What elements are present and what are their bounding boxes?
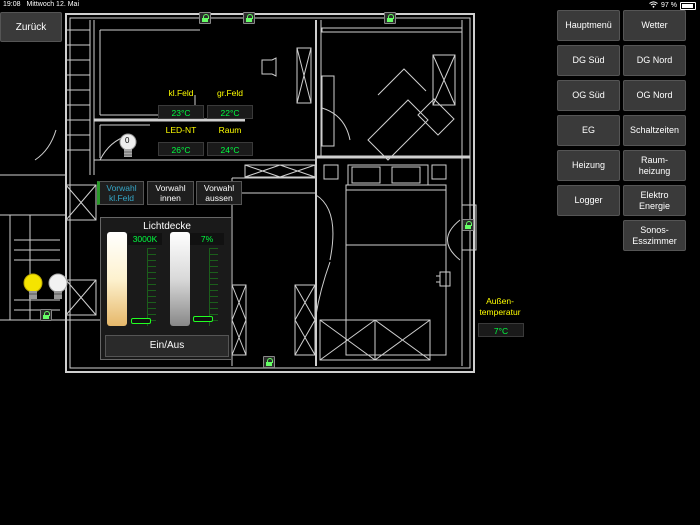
brightness-scale [209, 248, 218, 326]
status-bar: 19:08 Mittwoch 12. Mai 97 % [0, 0, 700, 10]
aussentemperatur-value: 7°C [478, 323, 524, 337]
kl-feld-label: kl.Feld [168, 88, 194, 98]
nav-schaltzeiten-button[interactable]: Schaltzeiten [623, 115, 686, 146]
lock-icon[interactable] [243, 12, 255, 24]
lock-icon[interactable] [384, 12, 396, 24]
vorwahl-innen-button[interactable]: Vorwahl innen [147, 181, 194, 205]
vorwahl-kl-feld-button[interactable]: Vorwahl kl.Feld [97, 181, 144, 205]
bulb-icon[interactable]: 0 [118, 132, 138, 162]
gr-feld-label: gr.Feld [217, 88, 243, 98]
back-button[interactable]: Zurück [0, 12, 62, 42]
brightness-value: 7% [190, 233, 224, 245]
lock-icon[interactable] [40, 309, 52, 321]
nav-elektro-energie-button[interactable]: Elektro Energie [623, 185, 686, 216]
nav-wetter-button[interactable]: Wetter [623, 10, 686, 41]
led-nt-label: LED-NT [165, 125, 197, 135]
color-temp-knob[interactable] [131, 318, 151, 324]
status-time: 19:08 [3, 1, 21, 8]
lichtdecke-title: Lichtdecke [143, 221, 191, 232]
color-temp-value: 3000K [128, 233, 162, 245]
raum-value: 24°C [207, 142, 253, 156]
lock-icon[interactable] [263, 356, 275, 368]
raum-label: Raum [218, 125, 242, 135]
vorwahl-aussen-button[interactable]: Vorwahl aussen [196, 181, 242, 205]
brightness-slider[interactable] [170, 232, 190, 326]
status-right: 97 % [649, 1, 696, 10]
nav-heizung-button[interactable]: Heizung [557, 150, 620, 181]
battery-percent: 97 % [661, 2, 677, 9]
ein-aus-button[interactable]: Ein/Aus [105, 335, 229, 357]
status-time-date: 19:08 Mittwoch 12. Mai [3, 1, 79, 8]
lock-icon[interactable] [462, 219, 474, 231]
brightness-knob[interactable] [193, 316, 213, 322]
nav-og-nord-button[interactable]: OG Nord [623, 80, 686, 111]
lock-icon[interactable] [199, 12, 211, 24]
nav-raumheizung-button[interactable]: Raum- heizung [623, 150, 686, 181]
bulb-icon[interactable] [47, 272, 69, 304]
status-date: Mittwoch 12. Mai [26, 1, 80, 8]
color-temp-scale [147, 248, 156, 326]
gr-feld-value: 22°C [207, 105, 253, 119]
nav-dg-sued-button[interactable]: DG Süd [557, 45, 620, 76]
nav-dg-nord-button[interactable]: DG Nord [623, 45, 686, 76]
nav-og-sued-button[interactable]: OG Süd [557, 80, 620, 111]
color-temp-slider[interactable] [107, 232, 127, 326]
nav-eg-button[interactable]: EG [557, 115, 620, 146]
led-nt-value: 26°C [158, 142, 204, 156]
nav-hauptmenue-button[interactable]: Hauptmenü [557, 10, 620, 41]
nav-logger-button[interactable]: Logger [557, 185, 620, 216]
wifi-icon [649, 1, 658, 10]
aussentemperatur-label: Außen- temperatur [479, 296, 521, 317]
nav-sonos-esszimmer-button[interactable]: Sonos- Esszimmer [623, 220, 686, 251]
kl-feld-value: 23°C [158, 105, 204, 119]
lamp-state-badge: 0 [125, 136, 130, 145]
battery-icon [680, 1, 696, 10]
lichtdecke-panel: Lichtdecke 3000K 7% Ein/Aus [100, 217, 232, 360]
bulb-icon[interactable] [22, 272, 44, 304]
